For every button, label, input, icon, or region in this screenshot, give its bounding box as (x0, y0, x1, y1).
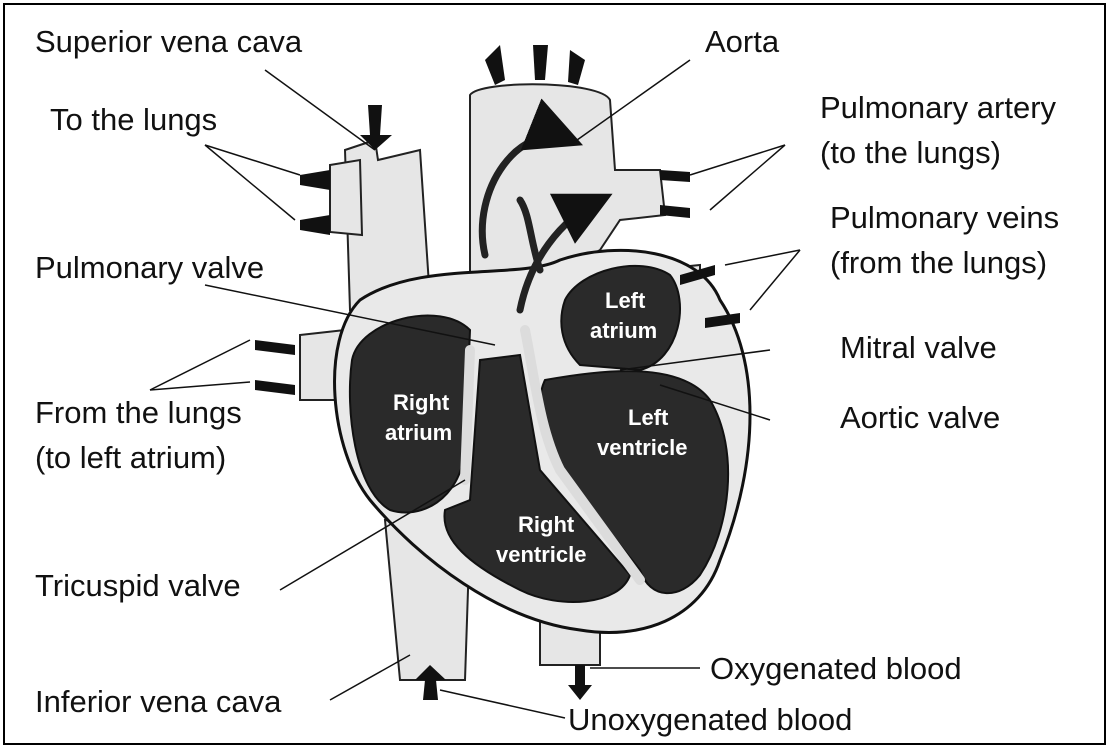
from-the-lungs-label-1: From the lungs (35, 395, 242, 431)
tricuspid-valve-label: Tricuspid valve (35, 568, 241, 604)
mitral-valve-label: Mitral valve (840, 330, 997, 366)
aorta-label: Aorta (705, 24, 779, 60)
right-atrium-label-1: Right (393, 390, 450, 415)
unoxygenated-blood-label: Unoxygenated blood (568, 702, 852, 738)
pulmonary-artery-label-2: (to the lungs) (820, 135, 1001, 171)
left-atrium-label-1: Left (605, 288, 646, 313)
pulmonary-veins-label-2: (from the lungs) (830, 245, 1047, 281)
to-the-lungs-label: To the lungs (50, 102, 217, 138)
right-atrium-label-2: atrium (385, 420, 452, 445)
left-ventricle-label-2: ventricle (597, 435, 688, 460)
pulmonary-branch-left (330, 160, 362, 235)
from-the-lungs-label-2: (to left atrium) (35, 440, 226, 476)
pulmonary-valve-label: Pulmonary valve (35, 250, 264, 286)
pulmonary-veins-label-1: Pulmonary veins (830, 200, 1059, 236)
right-ventricle-label-2: ventricle (496, 542, 587, 567)
pulmonary-artery-label-1: Pulmonary artery (820, 90, 1056, 126)
right-ventricle-label-1: Right (518, 512, 575, 537)
superior-vena-cava-label: Superior vena cava (35, 24, 302, 60)
aortic-valve-label: Aortic valve (840, 400, 1000, 436)
left-atrium-label-2: atrium (590, 318, 657, 343)
inferior-vena-cava-label: Inferior vena cava (35, 684, 281, 720)
left-ventricle-label-1: Left (628, 405, 669, 430)
oxygenated-blood-label: Oxygenated blood (710, 651, 962, 687)
